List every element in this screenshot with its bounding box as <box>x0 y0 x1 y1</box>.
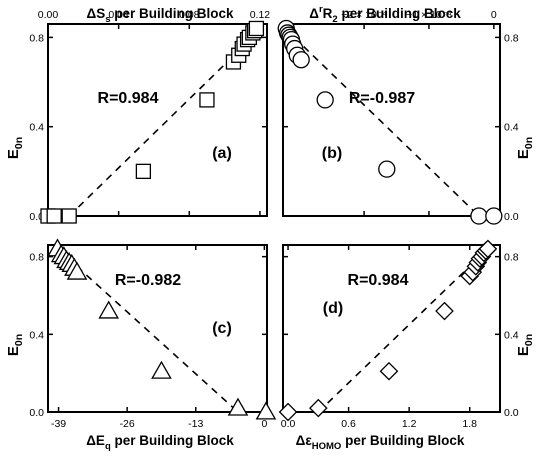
y-tick-label: 0.0 <box>29 407 44 419</box>
y-tick-label: 0.0 <box>504 407 519 419</box>
y-tick-label: 0.4 <box>29 329 44 341</box>
fit-line <box>317 248 489 413</box>
y-tick-label: 0.8 <box>504 32 519 44</box>
data-point <box>227 397 249 416</box>
y-tick-label: 0.4 <box>504 329 519 341</box>
panel-d: 0.0 0.6 1.2 1.8 0.0 0.4 0.8R=0.984 (d) ΔεHOMO pe… <box>278 239 535 452</box>
data-point <box>292 51 310 69</box>
data-point <box>255 401 277 420</box>
x-tick-label: 0.12 <box>250 9 271 21</box>
panel-label: (a) <box>212 145 232 162</box>
correlation-label: R=0.984 <box>348 272 409 289</box>
correlation-label: R=-0.987 <box>349 90 415 107</box>
x-tick-label: 0.04 <box>108 9 129 21</box>
correlation-label: R=0.984 <box>98 90 159 107</box>
data-point <box>485 207 503 225</box>
y-tick-label: 0.4 <box>29 122 44 134</box>
x-axis-title: ΔrR2 per Building Block <box>309 4 461 25</box>
x-tick-label: −2 × 10⁻⁴ <box>341 9 387 21</box>
correlation-label: R=-0.982 <box>115 272 181 289</box>
panel-c: -39 -26 -13 0 0.0 0.4 0.8R=-0.982 (c) ΔEq per Bu… <box>5 238 277 452</box>
x-tick-label: 0.0 <box>281 418 296 430</box>
data-point <box>248 20 265 37</box>
data-point <box>135 163 152 179</box>
y-axis-title: E0n <box>5 334 25 356</box>
data-point <box>435 301 454 321</box>
data-point <box>470 207 488 225</box>
x-tick-label: 0 <box>261 418 267 430</box>
x-tick-label: 0 <box>491 9 497 21</box>
plot-frame <box>282 244 501 413</box>
data-point <box>151 360 172 379</box>
x-tick-label: -26 <box>120 418 135 430</box>
x-axis-title: ΔεHOMO per Building Block <box>296 433 465 452</box>
y-axis-title: E0n <box>515 334 535 356</box>
x-tick-label: 0.08 <box>179 9 200 21</box>
panel-b: −2 × 10⁻⁴ −1 × 10⁻⁴ 0 0.0 0.4 0.8R=-0.987 (b) Δ… <box>277 4 535 225</box>
y-tick-label: 0.8 <box>504 252 519 264</box>
plot-frame <box>47 23 268 217</box>
x-tick-label: 1.8 <box>462 418 477 430</box>
data-point <box>478 239 498 259</box>
data-point <box>278 402 298 422</box>
fit-line <box>284 27 480 217</box>
y-axis-title: E0n <box>515 137 535 159</box>
panel-label: (b) <box>322 145 342 162</box>
x-tick-label: 0.00 <box>38 9 59 21</box>
data-point <box>66 261 88 280</box>
data-point <box>46 208 62 224</box>
data-point <box>309 398 328 418</box>
x-tick-label: 0.6 <box>341 418 356 430</box>
plot-frame <box>47 244 268 413</box>
panel-label: (c) <box>212 320 232 337</box>
x-tick-label: -13 <box>188 418 203 430</box>
x-tick-label: −1 × 10⁻⁴ <box>406 9 452 21</box>
data-point <box>379 361 399 381</box>
data-point <box>199 92 215 108</box>
panel-label: (d) <box>323 300 343 317</box>
data-point <box>98 300 120 319</box>
fit-line <box>56 248 239 413</box>
y-axis-title: E0n <box>5 137 25 159</box>
y-tick-label: 0.8 <box>29 252 44 264</box>
y-tick-label: 0.0 <box>504 211 519 223</box>
data-point <box>61 208 77 224</box>
y-tick-label: 0.8 <box>29 32 44 44</box>
x-axis-title: ΔSs per Building Block <box>86 6 234 25</box>
x-tick-label: -39 <box>51 418 66 430</box>
x-axis-title: ΔEq per Building Block <box>86 433 234 452</box>
data-point <box>316 91 334 109</box>
data-point <box>378 160 396 178</box>
y-tick-label: 0.4 <box>504 122 519 134</box>
plot-frame <box>282 23 501 217</box>
x-tick-label: 1.2 <box>402 418 417 430</box>
